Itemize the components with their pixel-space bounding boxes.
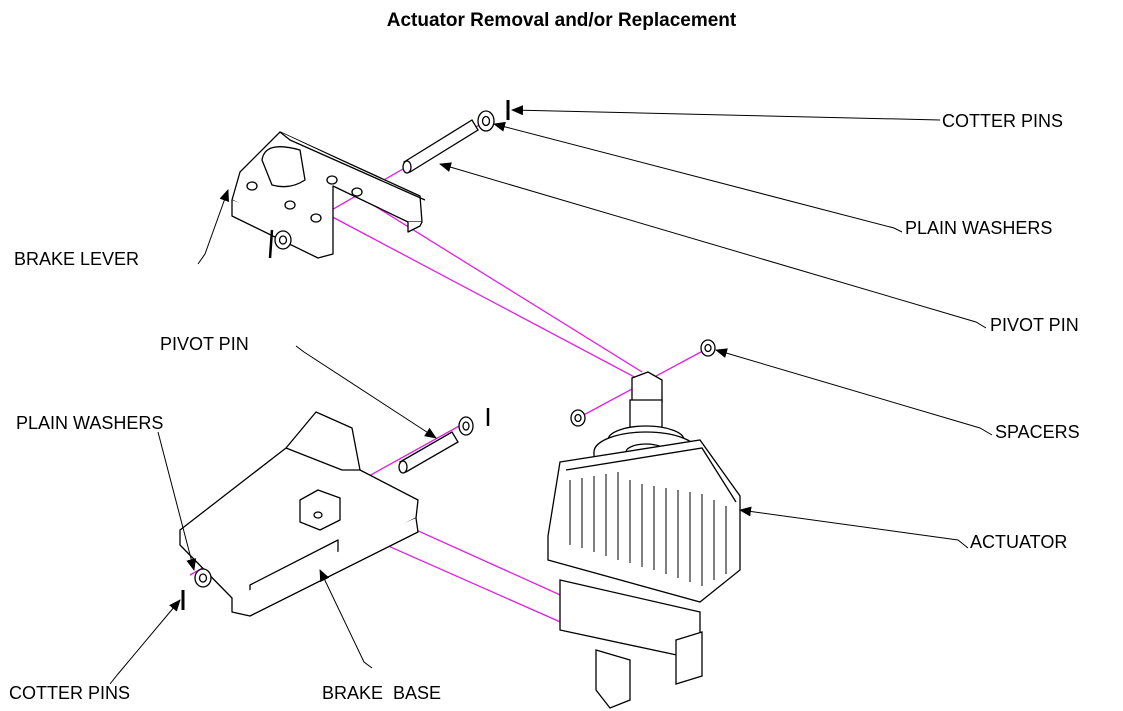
base-pivot-pin	[398, 431, 459, 474]
label-cotter-pins-top: COTTER PINS	[942, 111, 1063, 131]
brake-lever	[231, 131, 426, 259]
label-cotter-pins-bottom: COTTER PINS	[9, 683, 130, 703]
top-washer	[477, 110, 495, 132]
label-pivot-pin-left: PIVOT PIN	[160, 334, 249, 354]
base-washer-right	[458, 408, 490, 436]
label-spacers: SPACERS	[995, 422, 1080, 442]
label-actuator: ACTUATOR	[970, 532, 1067, 552]
page-title: Actuator Removal and/or Replacement	[386, 10, 737, 31]
label-brake-lever: BRAKE LEVER	[14, 249, 139, 269]
brake-base	[179, 411, 419, 617]
label-brake-base: BRAKE BASE	[322, 683, 441, 703]
lever-washer	[268, 229, 292, 259]
spacers	[570, 339, 716, 427]
leader-lines	[109, 105, 993, 685]
label-plain-washers-left: PLAIN WASHERS	[16, 413, 163, 433]
base-washer-left	[194, 568, 212, 588]
label-plain-washers-top: PLAIN WASHERS	[905, 218, 1052, 238]
top-pivot-pin	[402, 119, 479, 174]
actuator	[547, 371, 741, 709]
label-pivot-pin-top: PIVOT PIN	[990, 315, 1079, 335]
